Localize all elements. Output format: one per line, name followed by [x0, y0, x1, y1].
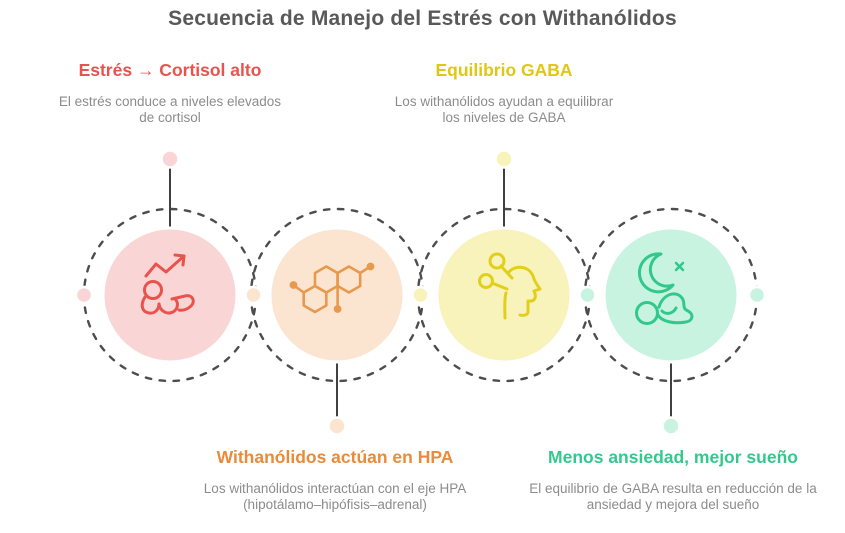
step-2-label: Withanólidos actúan en HPA — [216, 447, 454, 467]
diagram-title: Secuencia de Manejo del Estrés con Witha… — [168, 7, 677, 30]
step-2-connector-dot — [327, 416, 347, 436]
step-4-label-block: Menos ansiedad, mejor sueño El equilibri… — [522, 447, 824, 513]
orbit-dot-3-4 — [578, 285, 597, 305]
orbit-dot-1-2 — [244, 285, 263, 305]
orbit-dot-start — [74, 285, 94, 305]
step-1-connector-dot — [160, 149, 180, 169]
step-4-label: Menos ansiedad, mejor sueño — [548, 447, 798, 467]
stressed-person-rising-arrow-icon — [140, 253, 195, 315]
orbit-dot-2-3 — [411, 285, 430, 305]
step-3-circle — [435, 226, 573, 364]
withanolide-molecule-icon — [289, 262, 375, 314]
step-4-description: El equilibrio de GABA resulta en reducci… — [529, 481, 817, 512]
step-3-description: Los withanólidos ayudan a equilibrar los… — [394, 94, 614, 125]
step-2-label-block: Withanólidos actúan en HPA Los withanóli… — [195, 447, 475, 513]
step-1-label: Estrés → Cortisol alto — [78, 60, 262, 80]
orbit-dot-end — [747, 285, 767, 305]
step-1-description: El estrés conduce a niveles elevados de … — [58, 94, 282, 125]
moon-sleeping-person-icon — [635, 252, 694, 325]
step-1-label-block: Estrés → Cortisol alto El estrés conduce… — [57, 60, 283, 126]
step-4-connector-dot — [661, 416, 681, 436]
step-2-description: Los withanólidos interactúan con el eje … — [203, 481, 467, 512]
step-1-circle — [101, 226, 239, 364]
head-neurotransmitter-icon — [478, 252, 542, 320]
step-3-label-block: Equilibrio GABA Los withanólidos ayudan … — [391, 60, 617, 126]
step-3-connector-dot — [494, 149, 514, 169]
step-3-label: Equilibrio GABA — [435, 60, 573, 80]
